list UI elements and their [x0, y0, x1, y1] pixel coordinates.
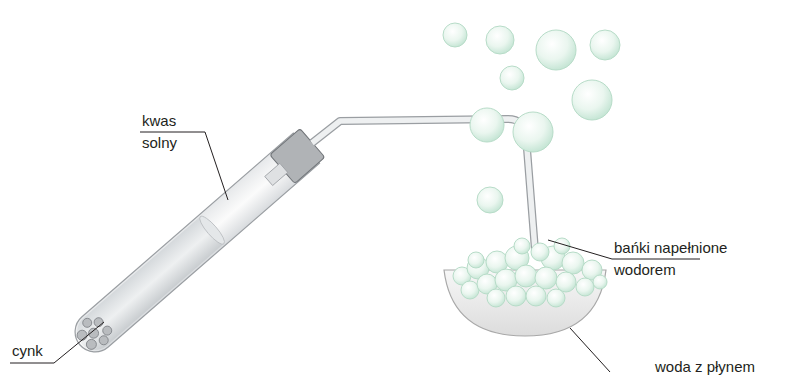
- bubble: [535, 267, 557, 289]
- bubble: [468, 252, 484, 268]
- bubble: [576, 278, 594, 296]
- hydrogen-bubbles: [443, 23, 620, 307]
- bubble: [593, 275, 607, 289]
- part-label: kwas solny: [142, 110, 194, 154]
- bubble: [515, 265, 537, 287]
- bubble: [500, 66, 524, 90]
- bubble: [531, 243, 549, 261]
- part-label: woda z płynem: [655, 356, 785, 378]
- test-tube: [67, 128, 326, 360]
- leader-lines: [10, 132, 700, 372]
- bubble: [443, 23, 467, 47]
- zinc-granules: [71, 310, 116, 356]
- bubble: [547, 289, 565, 307]
- bubble: [486, 26, 514, 54]
- bubble: [562, 252, 584, 274]
- bubble: [470, 108, 504, 142]
- bubble: [572, 80, 612, 120]
- bubble: [590, 30, 620, 60]
- bubble: [477, 187, 503, 213]
- delivery-tube: [312, 119, 535, 250]
- bubble: [506, 286, 526, 306]
- part-label: cynk: [12, 340, 72, 362]
- bubble: [526, 286, 546, 306]
- bubble: [487, 289, 505, 307]
- bubble: [514, 238, 530, 254]
- bubble: [513, 112, 553, 152]
- part-label: bańki napełnione wodorem: [614, 237, 764, 281]
- bubble: [536, 30, 576, 70]
- bubble: [461, 281, 479, 299]
